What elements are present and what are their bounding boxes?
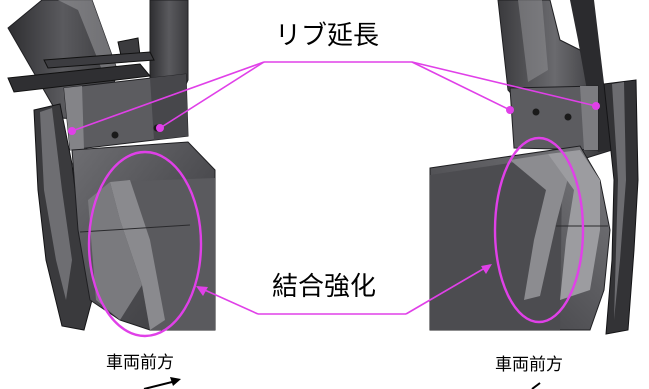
joint-reinforcement-arrowheads: [196, 264, 492, 296]
joint-highlight-left: [87, 150, 203, 338]
rib-extension-leaders: [71, 61, 597, 132]
left-pillar-part: [7, 0, 216, 331]
joint-reinforcement-label: 結合強化: [268, 272, 381, 302]
vehicle-front-label-right: 車両前方: [495, 355, 563, 375]
rib-extension-label: リブ延長: [271, 21, 384, 51]
rib-extension-markers: [68, 102, 600, 135]
vehicle-front-label-left: 車両前方: [106, 353, 174, 373]
right-pillar-part: [429, 0, 639, 335]
joint-reinforcement-leaders: [197, 264, 491, 315]
joint-highlight-right: [493, 136, 585, 324]
vehicle-front-arrow-right: [531, 382, 541, 389]
vehicle-front-arrow-left: [143, 377, 181, 389]
